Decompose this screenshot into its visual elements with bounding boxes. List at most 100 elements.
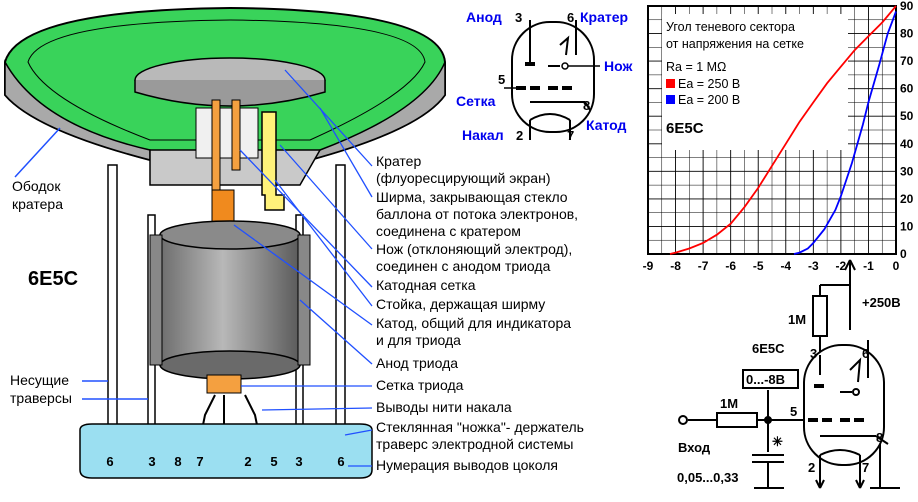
series-line: [669, 5, 897, 255]
schematic-pin: 2: [808, 460, 815, 475]
callout-cathode: Катод, общий для индикатора: [376, 315, 571, 331]
symbol-pin: 2: [516, 128, 523, 143]
legend-swatch: [666, 79, 675, 88]
x-tick-label: -8: [670, 259, 681, 273]
tube-symbol: Анод 3 6 Кратер Нож 5 Сетка 8 Катод Нака…: [456, 9, 633, 143]
symbol-pin: 3: [515, 10, 522, 25]
pin-number: 3: [148, 454, 155, 469]
schematic-pin: 3: [810, 346, 817, 361]
symbol-cathode-label: Катод: [586, 117, 627, 133]
symbol-anode-label: Анод: [466, 9, 502, 25]
callout-knife: Нож (отклоняющий электрод),: [376, 241, 572, 257]
legend-box: [662, 14, 848, 150]
y-tick-label: 50: [900, 109, 914, 123]
symbol-heater-label: Накал: [462, 127, 504, 143]
symbol-pin: 6: [567, 10, 574, 25]
y-tick-label: 60: [900, 82, 914, 96]
y-tick-label: 70: [900, 54, 914, 68]
chart-ra-label: Ra = 1 MΩ: [666, 60, 726, 74]
callout-knife: соединен с анодом триода: [376, 258, 551, 274]
x-tick-label: -5: [753, 259, 764, 273]
x-tick-label: -7: [698, 259, 709, 273]
pin-number: 5: [270, 454, 277, 469]
y-tick-label: 80: [900, 27, 914, 41]
schematic-input-resistor-label: 1М: [720, 396, 738, 411]
callouts: Кратер (флуоресцирующий экран) Ширма, за…: [376, 153, 584, 473]
x-tick-label: -3: [808, 259, 819, 273]
schematic: [678, 259, 900, 489]
tube-cutaway: 6 3 8 7 2 5 3 6 Ободок кратера 6Е5С Несу…: [4, 6, 446, 479]
legend-entry: Ea = 200 B: [678, 93, 740, 107]
schematic-star: ✳: [772, 434, 783, 449]
callout-stem: траверс электродной системы: [376, 436, 573, 452]
schematic-labels: 1М +250В 6Е5С 3 6 0...-8В 1М 5 8 Вход ✳ …: [677, 295, 901, 485]
x-tick-label: -9: [643, 259, 654, 273]
callout-heater-leads: Выводы нити накала: [376, 399, 512, 415]
callout-cathode: и для триода: [376, 332, 461, 348]
y-tick-label: 40: [900, 137, 914, 151]
triode-anode: [149, 220, 311, 380]
rim-label: Ободок: [12, 178, 61, 194]
callout-screen: Ширма, закрывающая стекло: [376, 189, 568, 205]
legend-swatch: [666, 95, 675, 104]
x-tick-label: -1: [863, 259, 874, 273]
triode-grid: [206, 374, 242, 394]
pin-number: 6: [337, 454, 344, 469]
callout-crater: (флуоресцирующий экран): [376, 170, 550, 186]
callout-post: Стойка, держащая ширму: [376, 296, 545, 312]
callout-triode-grid: Сетка триода: [376, 377, 464, 393]
symbol-grid-label: Сетка: [456, 93, 496, 109]
rim-label: кратера: [12, 196, 63, 212]
screen-disc-edge: [134, 80, 326, 107]
chart-title: от напряжения на сетке: [666, 37, 804, 51]
pin-number: 3: [295, 454, 302, 469]
pin-number: 2: [244, 454, 251, 469]
callout-screen: баллона от потока электронов,: [376, 206, 578, 222]
schematic-pin: 6: [862, 346, 869, 361]
chart-title: Угол теневого сектора: [666, 20, 795, 34]
schematic-pin: 8: [876, 430, 883, 445]
y-tick-label: 0: [900, 247, 907, 261]
schematic-pin: 5: [790, 404, 797, 419]
traverse-label: Несущие: [10, 372, 69, 388]
callout-numbering: Нумерация выводов цоколя: [376, 457, 558, 473]
knife-electrode: [261, 111, 285, 211]
symbol-pin: 5: [498, 72, 505, 87]
series-line: [793, 11, 897, 255]
schematic-bias-label: 0...-8В: [746, 372, 785, 387]
pin-number: 7: [196, 454, 203, 469]
y-tick-label: 10: [900, 219, 914, 233]
symbol-knife-label: Нож: [604, 58, 633, 74]
schematic-input-label: Вход: [678, 440, 711, 455]
schematic-pin: 7: [862, 460, 869, 475]
callout-screen: соединена с кратером: [376, 223, 521, 239]
x-tick-label: 0: [893, 259, 900, 273]
y-tick-label: 20: [900, 192, 914, 206]
pin-numbers: 6 3 8 7 2 5 3 6: [106, 454, 344, 469]
chart-model-label: 6E5C: [666, 120, 704, 137]
tube-model-label: 6Е5С: [28, 268, 78, 290]
schematic-model-label: 6Е5С: [752, 341, 785, 356]
x-tick-label: -6: [725, 259, 736, 273]
y-tick-label: 30: [900, 164, 914, 178]
cathode-grid-coil: [195, 99, 259, 191]
legend-entry: Ea = 250 B: [678, 77, 740, 91]
traverse-label: траверсы: [10, 390, 72, 406]
callout-crater: Кратер: [376, 153, 421, 169]
schematic-supply-label: +250В: [862, 295, 901, 310]
symbol-crater-label: Кратер: [580, 9, 628, 25]
pin-number: 6: [106, 454, 113, 469]
symbol-pin: 8: [583, 98, 590, 113]
callout-stem: Стеклянная "ножка"- держатель: [376, 419, 584, 435]
y-tick-label: 90: [900, 0, 914, 13]
callout-leaders: [233, 69, 373, 467]
x-tick-label: -4: [780, 259, 791, 273]
schematic-cap-label: 0,05...0,33: [677, 470, 738, 485]
pin-number: 8: [174, 454, 181, 469]
callout-anode: Анод триода: [376, 355, 458, 371]
glass-stem: [79, 423, 373, 479]
symbol-pin: 7: [567, 128, 574, 143]
x-tick-label: -2: [836, 259, 847, 273]
